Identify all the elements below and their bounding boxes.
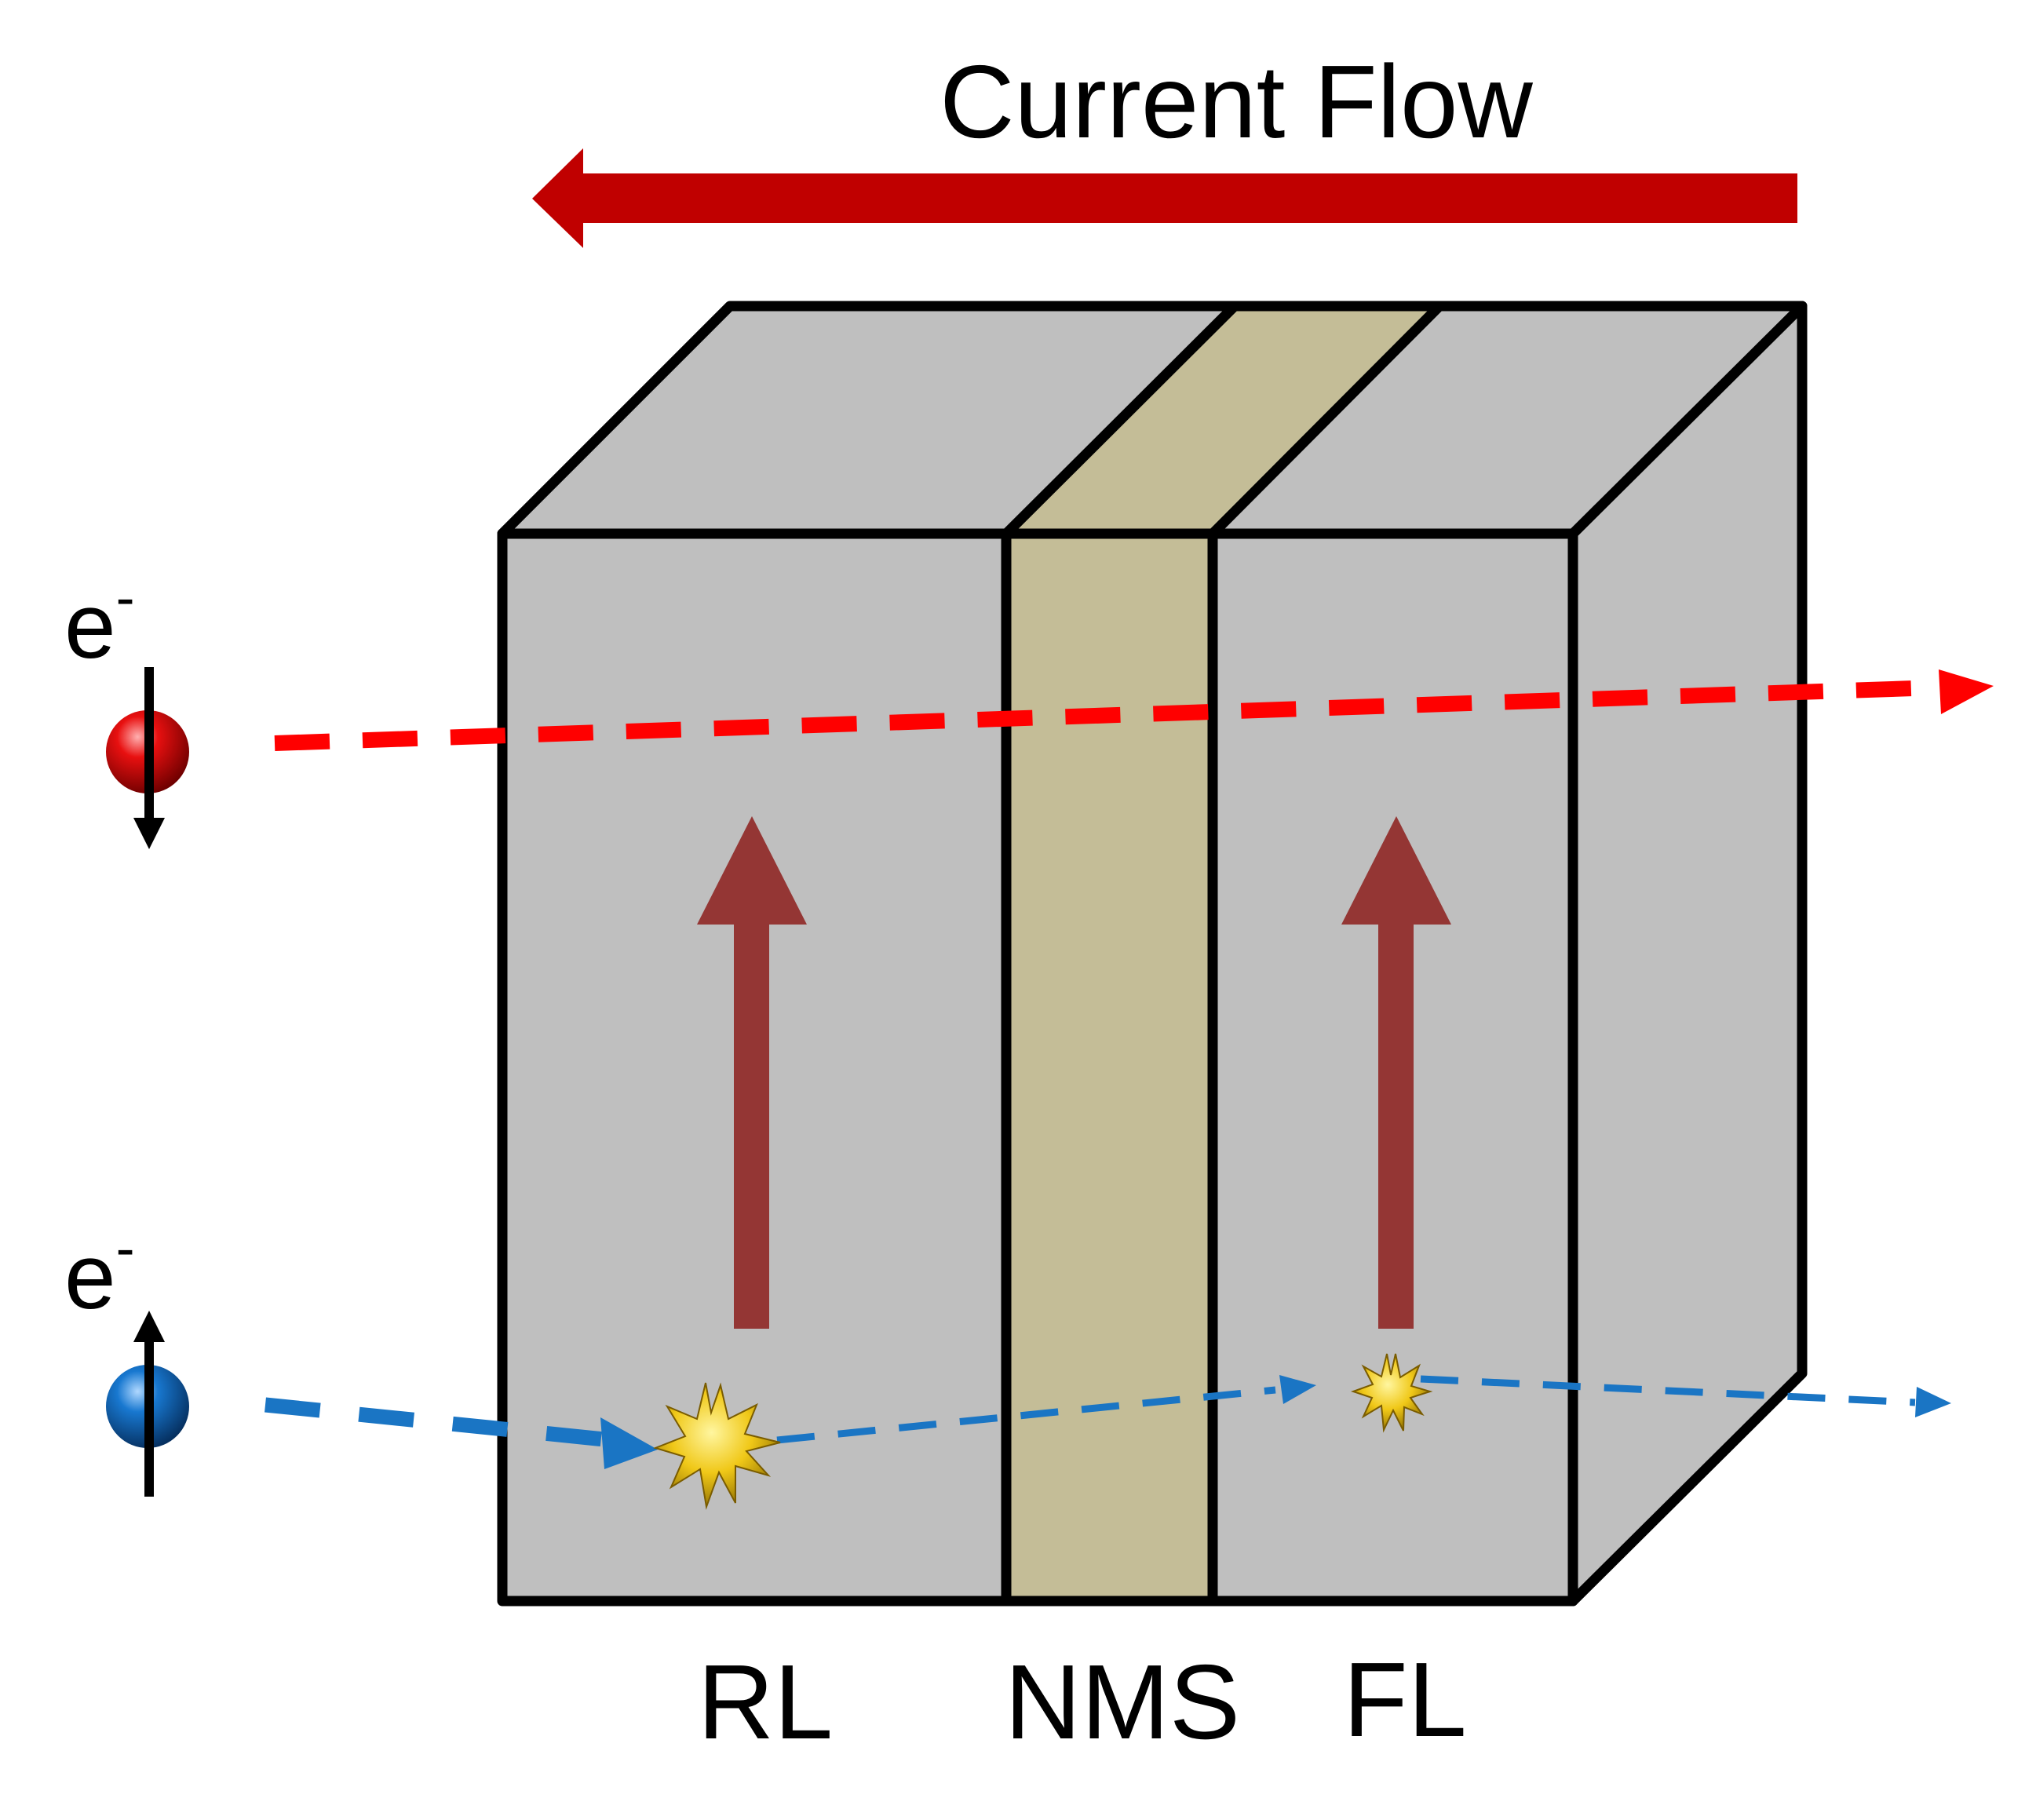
current-flow-arrow [532,148,1797,248]
electron-label: e- [64,567,135,678]
starburst-icon [1350,1353,1433,1433]
spin-down-arrow-icon [133,667,165,849]
arrow-right-icon [1939,669,1994,714]
arrow-right-icon [1915,1387,1951,1417]
spin-up-electron: e- [64,1217,189,1497]
electron-label: e- [64,1217,135,1329]
arrow-up-icon [1341,816,1451,1329]
spin-down-electron-path [274,669,1994,751]
fl-top-face [1213,306,1802,534]
multilayer-cube [497,301,1808,1607]
rl-top-face [502,306,1235,534]
spin-up-arrow-icon [133,1311,165,1497]
arrow-right-icon [1279,1375,1316,1404]
cube-top-outline [497,301,1808,539]
arrow-left-icon [532,148,1797,248]
layer-label-fl: FL [1343,1640,1467,1759]
layer-label-rl: RL [698,1643,834,1761]
nms-layer [1006,534,1213,1601]
fl-magnetization-arrow [1341,816,1451,1329]
spin-down-electron: e- [64,567,189,849]
nms-fl-top-edge [1207,301,1445,539]
starburst-icon [652,1382,781,1510]
rl-nms-top-edge [1001,301,1240,539]
arrow-up-icon [697,816,807,1329]
spin-up-electron-path [265,1375,1951,1469]
cube-side-outline [1567,301,1808,1607]
rl-magnetization-arrow [697,816,807,1329]
arrow-right-icon [600,1417,658,1469]
layer-label-nms: NMS [1005,1643,1240,1761]
diagram-title: Current Flow [940,44,1533,159]
right-side-face [1573,306,1802,1601]
nms-top-face [1006,306,1439,534]
